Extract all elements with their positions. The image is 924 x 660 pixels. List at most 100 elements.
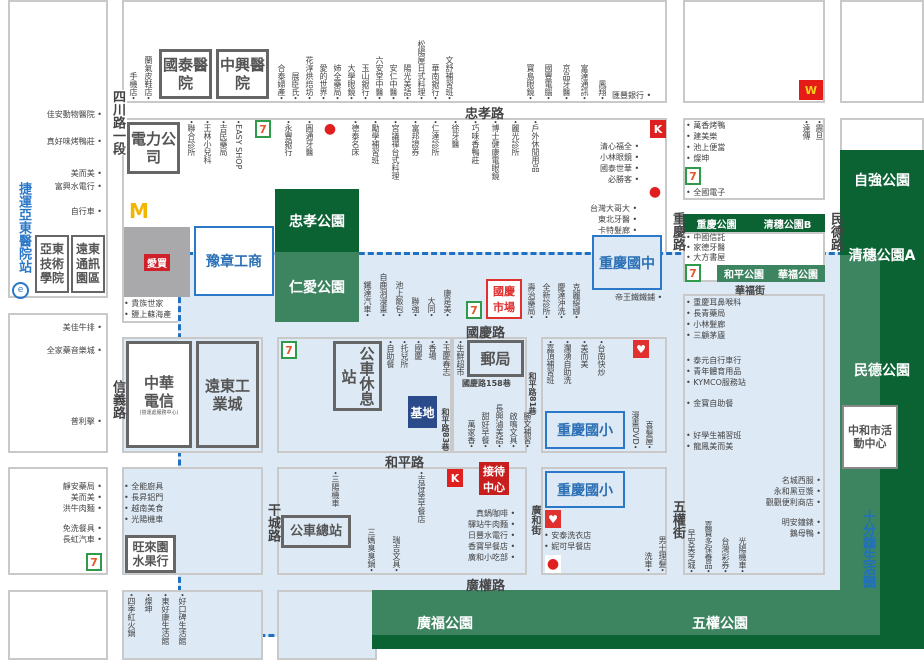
poi[interactable]: 青年體育用品 — [686, 366, 746, 377]
poi[interactable]: 國慶 — [413, 340, 424, 360]
landmark-activity-center[interactable]: 中和市活動中心 — [842, 405, 898, 469]
poi[interactable]: 鵝母鴨 — [790, 528, 821, 539]
poi[interactable]: 美佳牛排 — [63, 316, 102, 339]
poi[interactable]: 克麗緹娜 — [571, 283, 582, 319]
poi[interactable]: 玉山銀行 — [360, 64, 371, 100]
poi[interactable]: 四季紅火鍋 — [126, 593, 137, 637]
school-chongqing-elem-1[interactable]: 重慶國小 — [545, 411, 625, 449]
poi[interactable]: 展臣氏 — [290, 72, 301, 100]
poi[interactable]: 國豐電腦 — [543, 64, 554, 100]
poi[interactable]: 越南美食 — [124, 503, 163, 514]
poi[interactable]: 壽治藥局 — [526, 283, 537, 319]
poi[interactable]: 長興滷美語 — [494, 404, 505, 448]
7-eleven-icon[interactable]: 7 — [466, 301, 482, 319]
mrt-station-label[interactable]: 捷運亞東醫院站 — [16, 182, 31, 273]
poi[interactable]: 勵學補習班 — [370, 120, 381, 164]
poi[interactable]: 清心福全 — [600, 141, 639, 152]
poi[interactable]: 佳安動物醫院 — [47, 101, 102, 128]
poi[interactable]: 康是美 — [442, 289, 453, 317]
circle-k-icon[interactable]: K — [447, 469, 463, 487]
poi[interactable]: 龍鳳美而美 — [686, 441, 741, 452]
school-yuzhang[interactable]: 豫章工商 — [194, 226, 274, 296]
poi[interactable]: 美而美 — [71, 492, 102, 503]
landmark-cathay-hospital[interactable]: 國泰醫院 — [159, 49, 212, 99]
poi[interactable]: 慶達沖洗 — [556, 283, 567, 319]
landmark-bus-rest-station[interactable]: 公車休息站 — [333, 341, 382, 411]
pizza-hut-icon[interactable]: ● — [545, 555, 561, 573]
poi[interactable]: 自行車 — [71, 206, 102, 217]
poi[interactable]: 早安美芝城 — [686, 529, 697, 573]
poi[interactable]: 嘉寶多保養品 — [703, 521, 714, 573]
poi[interactable]: 名城西服 — [782, 475, 821, 486]
poi[interactable]: 明安鐘錶 — [782, 517, 821, 528]
poi[interactable]: 全能廚具 — [124, 481, 163, 492]
landmark-reception-center[interactable]: 接待中心 — [479, 462, 509, 495]
poi[interactable]: 大同 — [426, 297, 437, 317]
poi[interactable]: 六安堂中醫 — [374, 56, 385, 100]
poi[interactable]: 男士理髮 — [657, 536, 668, 572]
landmark-base[interactable]: 基地 — [408, 396, 437, 428]
poi[interactable]: 永和黑豆漿 — [774, 486, 821, 497]
poi[interactable]: 圓通牙醫 — [304, 120, 315, 156]
poi[interactable]: 長虹汽車 — [63, 534, 102, 545]
poi[interactable]: 金寶自助餐 — [686, 398, 733, 409]
poi[interactable]: 家德牙醫 — [686, 243, 725, 253]
poi[interactable]: 富邦證券 — [410, 120, 421, 156]
poi[interactable]: 國泰世華 — [600, 163, 639, 174]
poi[interactable]: 松陽屋日式料理 — [416, 40, 427, 100]
poi[interactable]: 東好康生活館 — [160, 593, 171, 645]
poi[interactable]: 宮議禪台式料理 — [390, 120, 401, 180]
poi[interactable]: 玉慶春志 — [441, 340, 452, 376]
poi[interactable]: 戶外休閒用品 — [530, 120, 541, 172]
park-chongqing-qingsui-b[interactable]: 重慶公園清穗公園B — [683, 214, 825, 232]
poi[interactable]: 池上便當 — [686, 142, 725, 153]
7-eleven-icon[interactable]: 7 — [281, 341, 297, 359]
poi[interactable]: 建美樂 — [686, 131, 725, 142]
amart-block[interactable]: 愛買 — [124, 227, 190, 297]
poi[interactable]: 富興水電行 — [55, 180, 102, 193]
poi[interactable]: 鹽上蘇海產 — [124, 309, 171, 320]
7-eleven-icon[interactable]: 7 — [255, 120, 271, 138]
poi[interactable]: 觀觀便利商店 — [766, 497, 821, 508]
landmark-zhongxing-hospital[interactable]: 中興醫院 — [216, 49, 269, 99]
poi[interactable]: 博士健康電眼鏡 — [490, 120, 501, 180]
poi[interactable]: 光陽機車 — [124, 514, 163, 525]
poi[interactable]: 富達通訊 — [579, 64, 590, 100]
landmark-bus-terminal[interactable]: 公車總站 — [281, 515, 351, 548]
poi[interactable]: 遠傳 — [801, 120, 812, 140]
poi[interactable]: 池上飯包 — [394, 281, 405, 317]
park-guangfu[interactable]: 廣福公園 — [417, 615, 473, 632]
poi[interactable]: 妮可早餐店 — [544, 541, 591, 552]
poi[interactable]: 手機店 — [128, 72, 139, 100]
poi[interactable]: 麗光診所 — [510, 120, 521, 156]
poi[interactable]: 萬家香 — [466, 420, 477, 448]
poi[interactable]: 蘭氣皮鞋店 — [143, 56, 154, 100]
poi[interactable]: 德泰名床 — [350, 120, 361, 156]
poi[interactable]: 姉全藥局 — [332, 64, 343, 100]
poi[interactable]: 美而美 — [579, 340, 590, 368]
poi[interactable]: 啟鳴文具 — [508, 412, 519, 448]
landmark-post-office[interactable]: 郵局 — [467, 340, 524, 377]
poi[interactable]: 文舒補習班 — [444, 56, 455, 100]
poi[interactable]: 大方書屋 — [686, 253, 725, 263]
poi[interactable]: 三媽臭臭鍋 — [366, 528, 377, 572]
poi[interactable]: 生鮮超市 — [455, 340, 466, 376]
poi[interactable]: 吉民藥局 — [218, 120, 229, 156]
poi[interactable]: 必勝客 — [608, 174, 639, 185]
poi[interactable]: 普利擊 — [71, 416, 102, 427]
poi[interactable]: 好口碑生活館 — [177, 593, 188, 645]
park-heping-huafu[interactable]: 和平公園華福公園 — [717, 265, 825, 282]
landmark-fe-park[interactable]: 遠東通訊園區 — [71, 235, 105, 293]
landmark-guoqing-market[interactable]: 國慶市場 — [486, 279, 522, 319]
poi[interactable]: 洪牛肉麵 — [63, 503, 102, 514]
pizza-hut-icon[interactable]: ● — [322, 120, 338, 138]
poi[interactable]: 聯強 — [410, 297, 421, 317]
poi[interactable]: 三陽機車 — [330, 471, 341, 507]
poi[interactable]: 靜安藥局 — [63, 481, 102, 492]
poi[interactable]: 燦坤 — [143, 593, 154, 613]
poi[interactable]: 長青藥局 — [686, 308, 741, 319]
poi[interactable]: 卡特髮廊 — [598, 225, 637, 236]
poi[interactable]: 漫畫DVD — [630, 411, 641, 449]
pizza-hut-icon[interactable]: ● — [647, 183, 663, 201]
landmark-oit[interactable]: 亞東技術學院 — [35, 235, 69, 293]
